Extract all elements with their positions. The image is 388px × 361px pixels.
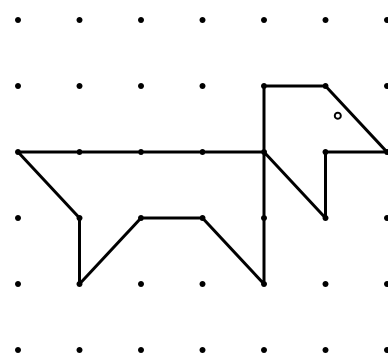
grid-dot xyxy=(323,17,329,23)
grid-dot xyxy=(77,83,83,89)
grid-dot xyxy=(15,83,21,89)
grid-dot xyxy=(323,347,329,353)
grid-dot xyxy=(138,17,144,23)
grid-dot xyxy=(15,17,21,23)
grid-dot xyxy=(200,281,206,287)
grid-dot xyxy=(138,83,144,89)
grid-dot xyxy=(138,347,144,353)
grid-dot xyxy=(77,17,83,23)
grid-dot xyxy=(15,281,21,287)
grid-dot xyxy=(200,83,206,89)
grid-dot xyxy=(323,281,329,287)
grid-dot xyxy=(15,347,21,353)
grid-dot xyxy=(261,347,267,353)
grid-dot xyxy=(77,347,83,353)
grid-dot xyxy=(200,17,206,23)
grid-dot xyxy=(15,215,21,221)
grid-dot xyxy=(200,347,206,353)
grid-dot xyxy=(261,17,267,23)
grid-dot xyxy=(138,281,144,287)
